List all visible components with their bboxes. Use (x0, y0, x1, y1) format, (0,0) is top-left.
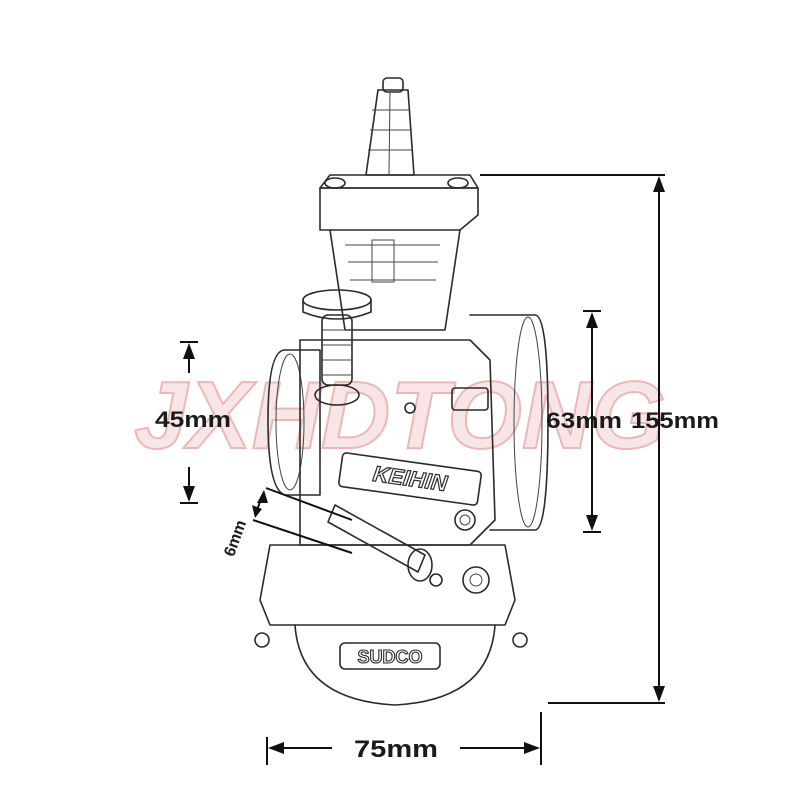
slide-column (329, 229, 461, 331)
choke-lever (327, 504, 490, 594)
dimension-offset: 6mm (221, 487, 353, 559)
main-body: KEIHIN (299, 339, 496, 546)
dimension-height-total: 155mm (480, 174, 719, 704)
bowl-logo: SUDCO (357, 647, 422, 667)
dimension-height-outlet: 45mm (155, 341, 231, 504)
label-height-total: 155mm (631, 408, 719, 433)
watermark-text: JXHDTONG (134, 362, 666, 469)
top-cap (319, 174, 479, 231)
top-knob (365, 77, 415, 176)
float-bowl: SUDCO (254, 544, 528, 706)
carburetor-drawing: KEIHIN SUDCO (254, 77, 549, 706)
label-height-outlet: 45mm (155, 407, 231, 432)
dimension-width: 75mm (266, 712, 542, 765)
engine-outlet (469, 314, 549, 531)
mixture-screw (302, 289, 372, 406)
label-offset: 6mm (221, 518, 250, 559)
label-width: 75mm (354, 736, 438, 763)
label-height-inlet: 63mm (546, 408, 622, 433)
dimension-height-inlet: 63mm (546, 310, 622, 533)
